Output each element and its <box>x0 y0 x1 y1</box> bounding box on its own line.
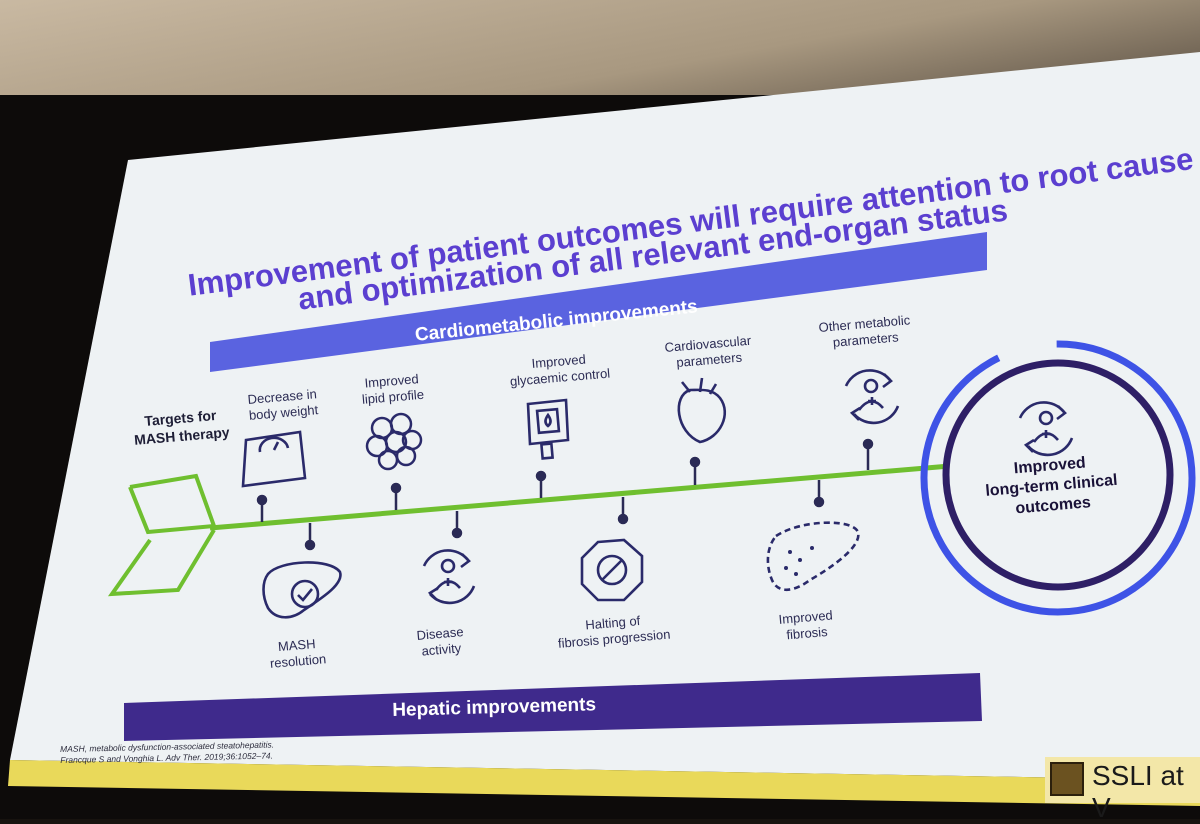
bottom-item-label: Disease activity <box>416 624 466 660</box>
top-connectors <box>256 438 874 522</box>
stop-octagon-icon <box>580 538 644 602</box>
outcome-inner-ring <box>942 359 1174 591</box>
yellow-strip <box>8 760 1200 806</box>
venue-badge-text: SSLI at V <box>1092 760 1184 823</box>
outcome-label: Improved long-term clinical outcomes <box>983 451 1120 522</box>
top-band <box>210 232 987 372</box>
patient-cycle-icon-bottom <box>422 549 476 605</box>
bottom-connectors <box>304 480 825 551</box>
glucose-meter-icon <box>526 398 570 460</box>
fish-tail-upper <box>128 473 217 535</box>
fibrosis-dots <box>784 546 814 576</box>
bottom-item-label: MASH resolution <box>268 635 327 672</box>
top-item-label: Decrease in body weight <box>247 386 319 424</box>
bottom-item-label: Improved fibrosis <box>778 607 835 644</box>
weighing-scale-icon <box>241 430 307 488</box>
slide-surface <box>10 52 1200 780</box>
liver-check-icon <box>262 561 342 619</box>
outcome-patient-cycle-icon <box>1018 401 1074 457</box>
venue-logo-icon <box>1050 762 1084 796</box>
fishbone-spine <box>209 463 951 531</box>
heart-icon <box>677 377 726 444</box>
fish-tail-lower <box>107 528 216 597</box>
fibrotic-liver-icon <box>766 521 860 592</box>
bottom-band <box>124 673 982 741</box>
patient-cycle-icon-top <box>844 369 900 425</box>
top-item-label: Improved lipid profile <box>360 371 425 409</box>
lipid-cluster-icon <box>365 412 423 471</box>
footnote: MASH, metabolic dysfunction-associated s… <box>60 740 274 767</box>
outcome-outer-ring <box>920 340 1196 616</box>
